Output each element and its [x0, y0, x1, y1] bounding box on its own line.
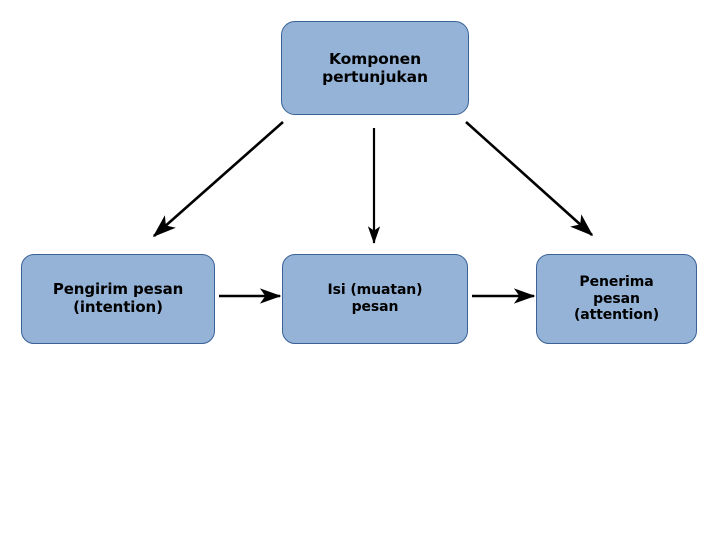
node-komponen-pertunjukan[interactable]: Komponen pertunjukan [281, 21, 469, 115]
arrow-top-to-receiver [465, 121, 594, 237]
node-pengirim-pesan[interactable]: Pengirim pesan (intention) [21, 254, 215, 344]
node-penerima-pesan-label: Penerima pesan (attention) [573, 274, 660, 324]
node-isi-pesan[interactable]: Isi (muatan) pesan [282, 254, 468, 344]
node-penerima-pesan[interactable]: Penerima pesan (attention) [536, 254, 697, 344]
node-isi-pesan-label: Isi (muatan) pesan [327, 282, 423, 315]
node-komponen-pertunjukan-label: Komponen pertunjukan [322, 49, 428, 86]
arrow-top-to-sender [152, 121, 284, 238]
node-pengirim-pesan-label: Pengirim pesan (intention) [52, 280, 184, 316]
